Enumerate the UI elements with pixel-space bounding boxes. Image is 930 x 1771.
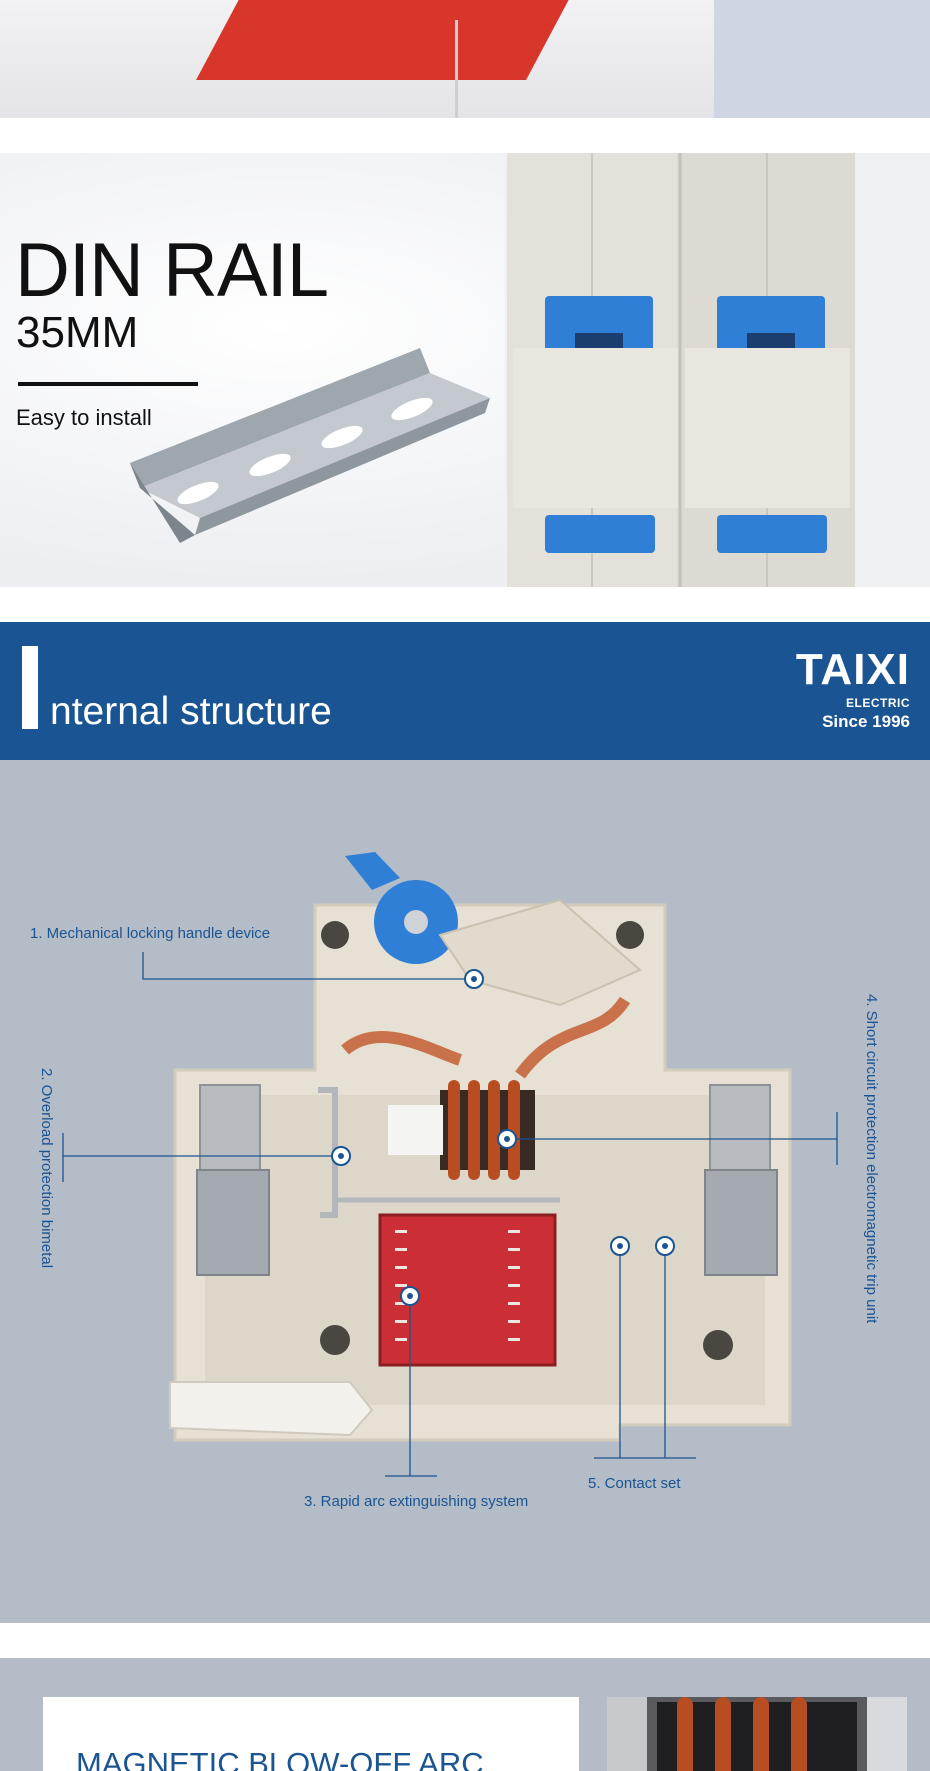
internal-structure-header: nternal structure TAIXI ELECTRIC Since 1… bbox=[0, 622, 930, 760]
brand-subtitle: ELECTRIC bbox=[846, 696, 910, 710]
din-rail-tagline: Easy to install bbox=[16, 405, 152, 430]
magnetic-blow-off-section: MAGNETIC BLOW-OFF ARC bbox=[0, 1658, 930, 1771]
din-rail-size: 35MM bbox=[16, 308, 139, 357]
callout-arc-extinguishing: 3. Rapid arc extinguishing system bbox=[304, 1493, 529, 1510]
header-initial-letter bbox=[22, 646, 38, 729]
info-card: MAGNETIC BLOW-OFF ARC bbox=[43, 1697, 579, 1771]
section-title: nternal structure bbox=[50, 690, 332, 733]
breaker-cutaway-illustration bbox=[62, 852, 838, 1477]
photo-background bbox=[714, 0, 930, 118]
callout-trip-unit: 4. Short circuit protection electromagne… bbox=[863, 994, 880, 1324]
callout-bimetal: 2. Overload protection bimetal bbox=[38, 1068, 55, 1269]
top-product-photo bbox=[0, 0, 930, 118]
info-card-title: MAGNETIC BLOW-OFF ARC bbox=[76, 1746, 484, 1771]
coil-closeup-photo bbox=[607, 1697, 907, 1771]
title-divider bbox=[18, 382, 198, 386]
red-handle-photo bbox=[196, 0, 574, 80]
coil-closeup-illustration bbox=[607, 1697, 907, 1771]
din-rail-section: DIN RAIL 35MM Easy to install bbox=[0, 153, 930, 587]
callout-handle-device: 1. Mechanical locking handle device bbox=[30, 925, 271, 942]
brand-since: Since 1996 bbox=[822, 712, 910, 731]
breaker-seam bbox=[455, 20, 458, 118]
internal-structure-diagram: 1. Mechanical locking handle device 2. O… bbox=[0, 760, 930, 1623]
brand-logo: TAIXI bbox=[795, 645, 910, 694]
din-rail-illustration bbox=[130, 348, 490, 543]
din-rail-title: DIN RAIL bbox=[15, 228, 329, 313]
callout-contact-set: 5. Contact set bbox=[588, 1475, 681, 1492]
breaker-photo bbox=[505, 153, 930, 587]
